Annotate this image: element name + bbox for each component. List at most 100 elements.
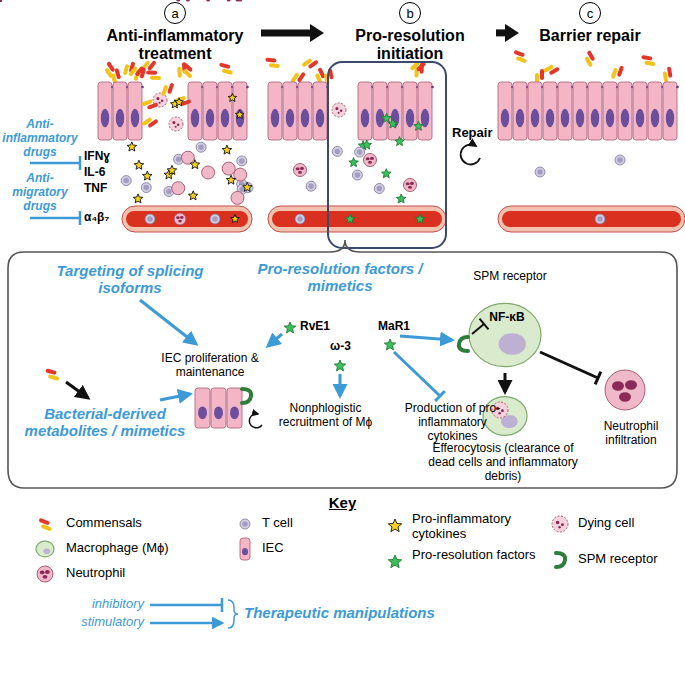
t-cell-nucleus <box>144 185 150 191</box>
star-icon <box>384 339 395 350</box>
commensal-rod <box>219 62 231 69</box>
t-cell-nucleus <box>297 216 303 222</box>
neutrophil-nucleus <box>45 570 50 574</box>
star-icon <box>382 169 392 178</box>
t-cell-nucleus <box>355 172 361 178</box>
stage-header: aAnti-inflammatory treatment <box>95 2 255 64</box>
star-icon <box>231 215 240 223</box>
vessel-lumen <box>272 211 442 227</box>
neutrophil <box>172 182 185 195</box>
commensal <box>611 64 625 81</box>
star-icon <box>345 214 355 223</box>
iec <box>648 82 662 140</box>
neutrophil-nucleus <box>0 0 2 2</box>
repair-cycle <box>461 144 480 164</box>
t-cell-nucleus <box>537 169 543 175</box>
spm-receptor <box>556 553 565 567</box>
iec-nucleus <box>636 109 644 128</box>
spm-receptor <box>459 337 468 351</box>
t-cell-nucleus <box>123 178 129 184</box>
label: Neutrophil infiltration <box>585 420 677 448</box>
neutrophil-nucleus <box>40 570 45 574</box>
iec-nucleus <box>101 109 109 128</box>
macrophage <box>36 541 54 557</box>
legend-text: Commensals <box>66 516 186 531</box>
iec <box>227 388 242 428</box>
star-icon <box>167 165 177 174</box>
iec-nucleus <box>242 548 248 555</box>
legend-text: T cell <box>262 516 352 531</box>
t-cell-nucleus <box>147 216 153 222</box>
label: NF-κB <box>484 311 530 325</box>
neutrophil-nucleus <box>0 0 2 2</box>
iec-nucleus <box>666 109 674 128</box>
t-cell-nucleus <box>377 186 383 192</box>
iec <box>618 82 632 140</box>
iec-nucleus <box>271 109 279 128</box>
fragment <box>156 97 159 100</box>
fragment <box>556 521 560 525</box>
stimulatory-arrow <box>160 394 190 400</box>
iec-nucleus <box>316 109 324 128</box>
commensal <box>265 58 281 69</box>
panel-letter: b <box>399 2 421 24</box>
iec-nucleus <box>546 109 554 128</box>
arrow-head <box>505 24 519 42</box>
commensal <box>512 50 529 64</box>
fragment <box>338 112 340 114</box>
neutrophil-nucleus <box>0 0 2 2</box>
commensal <box>218 62 235 75</box>
stage-header: bPro-resolution initiation <box>330 2 490 64</box>
star-icon <box>395 137 405 146</box>
star-icon <box>284 322 295 333</box>
iec-nucleus <box>198 406 207 419</box>
label: Production of pro-inflammatory cytokines <box>395 402 510 443</box>
iec-nucleus <box>131 109 139 128</box>
t-cell <box>374 184 384 194</box>
commensal-rod <box>641 55 653 61</box>
t-cell <box>237 156 247 166</box>
commensal-rod <box>141 99 153 107</box>
inhibitory-bar <box>79 156 82 170</box>
commensal-rod <box>128 66 138 77</box>
iec <box>283 82 297 140</box>
star-icon <box>414 121 424 130</box>
t-cell-nucleus <box>239 158 245 164</box>
commensal-rod <box>301 58 312 68</box>
neutrophil <box>231 191 244 204</box>
neutrophil-nucleus <box>0 0 2 2</box>
stimulatory-arrow <box>339 374 342 396</box>
iec <box>513 82 527 140</box>
label: ω-3 <box>330 340 360 354</box>
iec-nucleus <box>191 109 199 128</box>
stimulatory-arrow <box>504 373 507 392</box>
iec <box>528 82 542 140</box>
iec-nucleus <box>501 109 509 128</box>
star-icon <box>226 175 236 184</box>
iec-nucleus <box>206 109 214 128</box>
commensal-rod <box>141 117 152 127</box>
fragment <box>558 526 560 528</box>
star-icon <box>362 140 372 149</box>
label: Key <box>310 494 375 511</box>
commensal-rod <box>265 58 276 63</box>
t-cell-nucleus <box>617 157 623 163</box>
neutrophil-nucleus <box>408 186 412 189</box>
commensal <box>146 70 161 80</box>
commensal-rod <box>167 83 175 95</box>
neutrophil <box>37 566 53 582</box>
t-cell <box>535 167 545 177</box>
label: IL-6 <box>84 166 124 180</box>
neutrophil-nucleus <box>410 182 414 185</box>
dying-cell <box>332 103 346 117</box>
neutrophil-nucleus <box>368 161 372 164</box>
star-icon <box>388 519 401 532</box>
star-icon <box>143 171 153 180</box>
t-cell <box>332 146 342 156</box>
t-cell <box>141 183 151 193</box>
neutrophil <box>202 166 215 179</box>
iec-nucleus <box>214 406 223 419</box>
commensal-rod <box>45 368 57 375</box>
t-cell-nucleus <box>176 157 182 163</box>
commensal <box>582 50 597 67</box>
